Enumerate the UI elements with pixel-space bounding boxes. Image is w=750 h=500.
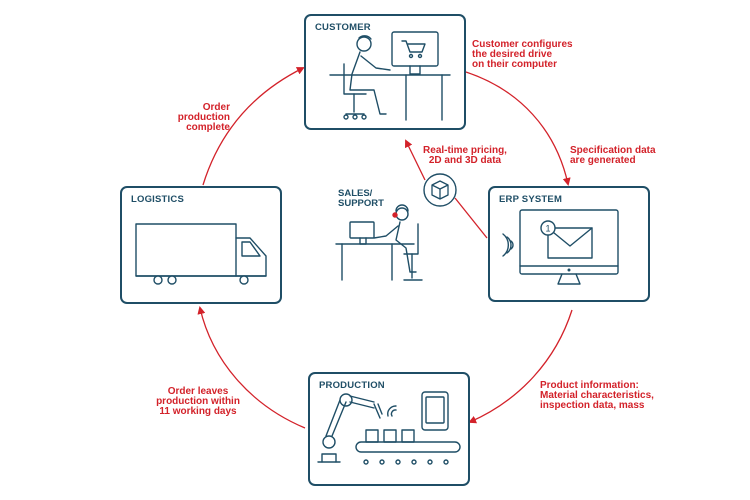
sales-title-line-1: SALES/ xyxy=(338,188,373,199)
label-order-leaves: Order leaves production within 11 workin… xyxy=(156,386,240,417)
arrow-logistics-to-customer xyxy=(202,67,305,186)
label-customer-configures: Customer configures the desired drive on… xyxy=(472,39,573,70)
erp-illustration: 1 xyxy=(502,209,619,285)
logistics-illustration xyxy=(135,223,267,285)
erp-title: ERP SYSTEM xyxy=(499,194,563,205)
production-illustration xyxy=(317,391,461,465)
arrow-erp-to-production xyxy=(468,309,573,424)
customer-box: CUSTOMER xyxy=(304,14,466,130)
cube-icon xyxy=(423,173,457,207)
sales-title-line-2: SUPPORT xyxy=(338,198,384,209)
erp-box: ERP SYSTEM xyxy=(488,186,650,302)
label-realtime: Real-time pricing, 2D and 3D data xyxy=(423,145,507,166)
sales-title: SALES/ SUPPORT xyxy=(338,189,384,209)
arrow-production-to-logistics xyxy=(197,306,306,429)
label-product-info: Product information: Material characteri… xyxy=(540,380,654,411)
logistics-box: LOGISTICS xyxy=(120,186,282,304)
logistics-title: LOGISTICS xyxy=(131,194,184,205)
erp-badge: 1 xyxy=(545,224,550,234)
arrow-customer-to-erp xyxy=(465,71,571,186)
sales-illustration xyxy=(335,204,423,281)
arrow-cube-to-customer xyxy=(405,139,426,181)
label-order-complete: Order production complete xyxy=(177,102,230,133)
label-specification: Specification data are generated xyxy=(570,145,656,166)
production-title: PRODUCTION xyxy=(319,380,385,391)
customer-illustration xyxy=(329,31,451,121)
customer-title: CUSTOMER xyxy=(315,22,371,33)
arrow-erp-to-cube xyxy=(454,197,488,239)
